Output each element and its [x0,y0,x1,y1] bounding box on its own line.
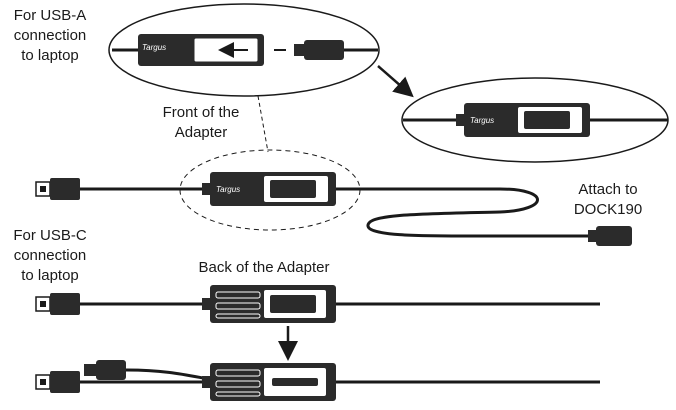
usb-c-label-line1: For USB-C [13,227,87,244]
brand-text-front: Targus [216,185,240,194]
usb-a-label: For USB-A connection to laptop [4,6,96,66]
adapter-body-front: Targus [202,172,336,206]
usb-a-plug-bottom [35,371,80,393]
usb-a-plug-front [35,178,80,200]
brand-text-assembled: Targus [470,116,494,125]
attach-label: Attach to DOCK190 [558,180,658,220]
usb-c-label-line3: to laptop [21,267,79,284]
transition-arrow [377,65,414,98]
usb-c-plug-dock [588,226,632,246]
usb-c-label: For USB-C connection to laptop [4,226,96,286]
usb-a-label-line2: connection [13,27,87,44]
back-of-adapter-label: Back of the Adapter [198,259,330,276]
front-label-line1: Front of the [162,104,240,121]
adapter-body-back [202,285,336,323]
leader-dashed [257,95,269,153]
long-cable-to-dock [336,187,590,238]
front-of-adapter-label: Front of the Adapter [146,103,256,143]
adapter-body-assembled: Targus [456,103,590,137]
extracted-cable [125,368,215,382]
adapter-body-bottom [202,363,336,401]
usb-a-plug-back [35,293,80,315]
attach-label-line1: Attach to [578,181,638,198]
usb-c-label-line2: connection [13,247,87,264]
usb-c-plug-detail [294,40,344,60]
usb-c-plug-extracted [84,360,126,380]
usb-a-label-line3: to laptop [21,47,79,64]
front-label-line2: Adapter [174,124,228,141]
brand-text: Targus [142,43,166,52]
usb-a-label-line1: For USB-A [13,7,87,24]
attach-label-line2: DOCK190 [573,201,643,218]
